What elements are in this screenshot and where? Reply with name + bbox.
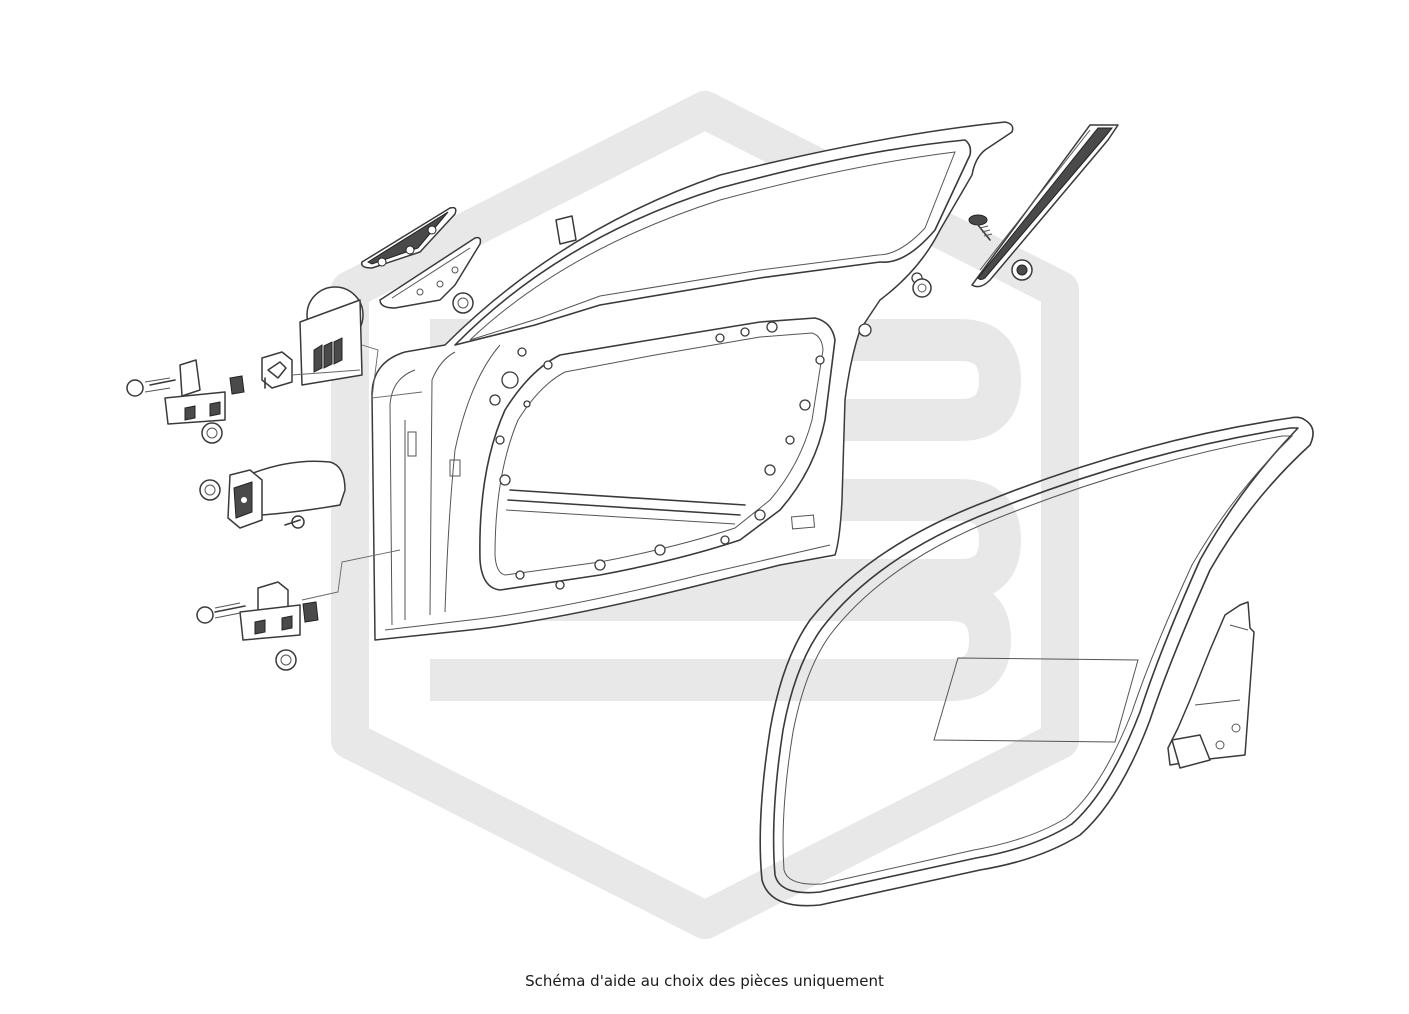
- seal-label-sheet: [933, 657, 1139, 743]
- upper-hinge[interactable]: [126, 351, 293, 425]
- lower-hinge[interactable]: [196, 581, 301, 641]
- door-weatherstrip-seal[interactable]: [759, 416, 1314, 907]
- mirror-corner-triangle[interactable]: [360, 206, 457, 269]
- door-shell[interactable]: [371, 121, 1014, 641]
- hinge-nut[interactable]: [275, 649, 297, 671]
- rubber-grommet[interactable]: [912, 278, 932, 298]
- hinge-nut[interactable]: [201, 422, 223, 444]
- rubber-grommet[interactable]: [229, 375, 245, 395]
- b-pillar-bracket[interactable]: [1167, 601, 1255, 769]
- window-frame-trim[interactable]: [971, 124, 1119, 288]
- rubber-grommet[interactable]: [302, 601, 319, 623]
- mirror-sail-mount[interactable]: [379, 236, 482, 309]
- push-clip-fastener[interactable]: [968, 214, 993, 241]
- door-check-strap[interactable]: [199, 460, 346, 529]
- leader-lines: [291, 369, 401, 601]
- part-label-tag: [555, 215, 577, 245]
- diagram-caption: Schéma d'aide au choix des pièces unique…: [525, 972, 884, 990]
- shim-detail-callout: [299, 286, 423, 399]
- rubber-grommet[interactable]: [452, 292, 474, 314]
